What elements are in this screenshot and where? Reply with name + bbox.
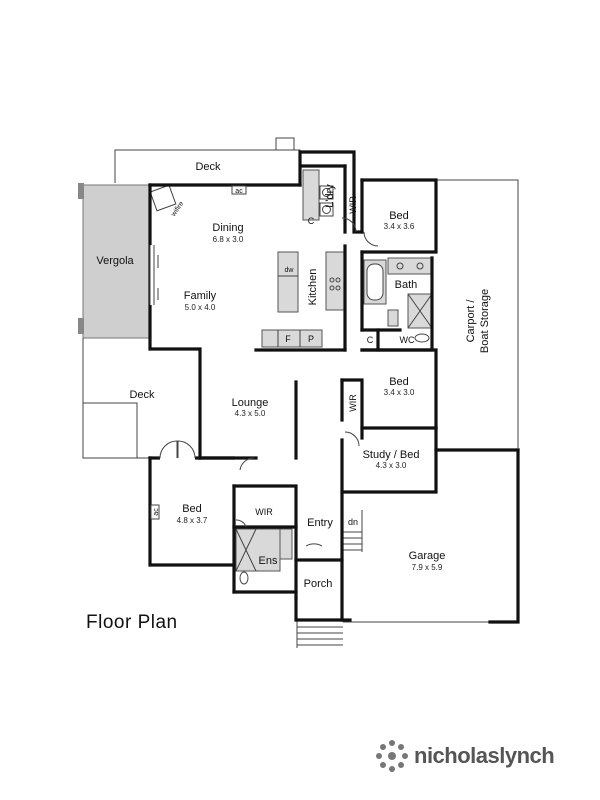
ac-label-dining: ac — [235, 188, 243, 195]
kitchen-island — [277, 251, 299, 313]
room-dim-dining: 6.8 x 3.0 — [213, 235, 244, 244]
fixtures — [149, 169, 490, 648]
kitchen-bench — [325, 251, 345, 311]
cupboard-label-laundry: C — [308, 216, 315, 226]
room-label-garage: Garage — [409, 550, 446, 562]
brand-logo: nicholaslynch — [374, 736, 555, 776]
room-dim-bed-3: 4.8 x 3.7 — [177, 516, 208, 525]
room-label-dining: Dining — [212, 222, 243, 234]
toilet-icon — [414, 333, 430, 343]
room-label-family: Family — [184, 290, 217, 302]
brand-name: nicholaslynch — [414, 743, 555, 768]
room-dim-garage: 7.9 x 5.9 — [412, 563, 443, 572]
room-label-bed-2: Bed — [389, 376, 409, 388]
room-dim-bed-1: 3.4 x 3.6 — [384, 222, 415, 231]
cupboard-label-wc: C — [367, 335, 374, 345]
room-label-lounge: Lounge — [232, 397, 269, 409]
openings — [149, 217, 379, 547]
stairs-down — [343, 510, 363, 552]
room-label-bed-3: Bed — [182, 503, 202, 515]
room-label-porch: Porch — [304, 578, 333, 590]
wir-label-bed-1: WIR — [348, 196, 358, 214]
pantry-label: P — [308, 334, 314, 344]
stairs-down-label: dn — [348, 517, 358, 527]
walls — [148, 150, 520, 624]
room-label-bath: Bath — [395, 279, 418, 291]
room-label-study: Study / Bed — [363, 449, 420, 461]
room-label-kitchen: Kitchen — [307, 269, 319, 306]
room-label-carport: Carport / — [465, 299, 477, 343]
porch-steps — [296, 621, 343, 648]
room-label-ensuite: Ens — [259, 555, 278, 567]
kitchen-bottom-bench — [261, 329, 323, 348]
fireplace-icon — [149, 184, 177, 212]
room-dim-lounge: 4.3 x 5.0 — [235, 409, 266, 418]
ensuite-shower — [235, 528, 281, 572]
room-label-vergola: Vergola — [96, 255, 134, 267]
laundry-bench — [302, 169, 320, 221]
fridge-label: F — [285, 334, 291, 344]
wir-label-bed-2: WIR — [348, 394, 358, 412]
room-label-deck-left: Deck — [129, 389, 155, 401]
room-dim-study: 4.3 x 3.0 — [376, 461, 407, 470]
room-label-deck-top: Deck — [195, 161, 221, 173]
vanity — [387, 257, 433, 275]
floor-plan-title: Floor Plan — [86, 612, 178, 633]
room-label-wc: WC — [400, 335, 415, 345]
fixture-labels: ac ac wifire WIR WIR dw F P C C dn — [150, 185, 374, 527]
brand-mark-icon — [376, 740, 408, 772]
room-label-boat-storage: Boat Storage — [479, 289, 491, 353]
room-labels: Deck Vergola Deck Dining 6.8 x 3.0 Famil… — [96, 161, 491, 590]
ac-label-bed-3: ac — [153, 508, 160, 516]
room-dim-family: 5.0 x 4.0 — [185, 303, 216, 312]
dishwasher-label: dw — [285, 267, 295, 274]
room-label-bed-1: Bed — [389, 210, 409, 222]
room-label-laundry: L'dry — [324, 184, 336, 208]
room-label-entry: Entry — [307, 517, 333, 529]
room-label-wir-3: WIR — [255, 507, 273, 517]
room-dim-bed-2: 3.4 x 3.0 — [384, 388, 415, 397]
